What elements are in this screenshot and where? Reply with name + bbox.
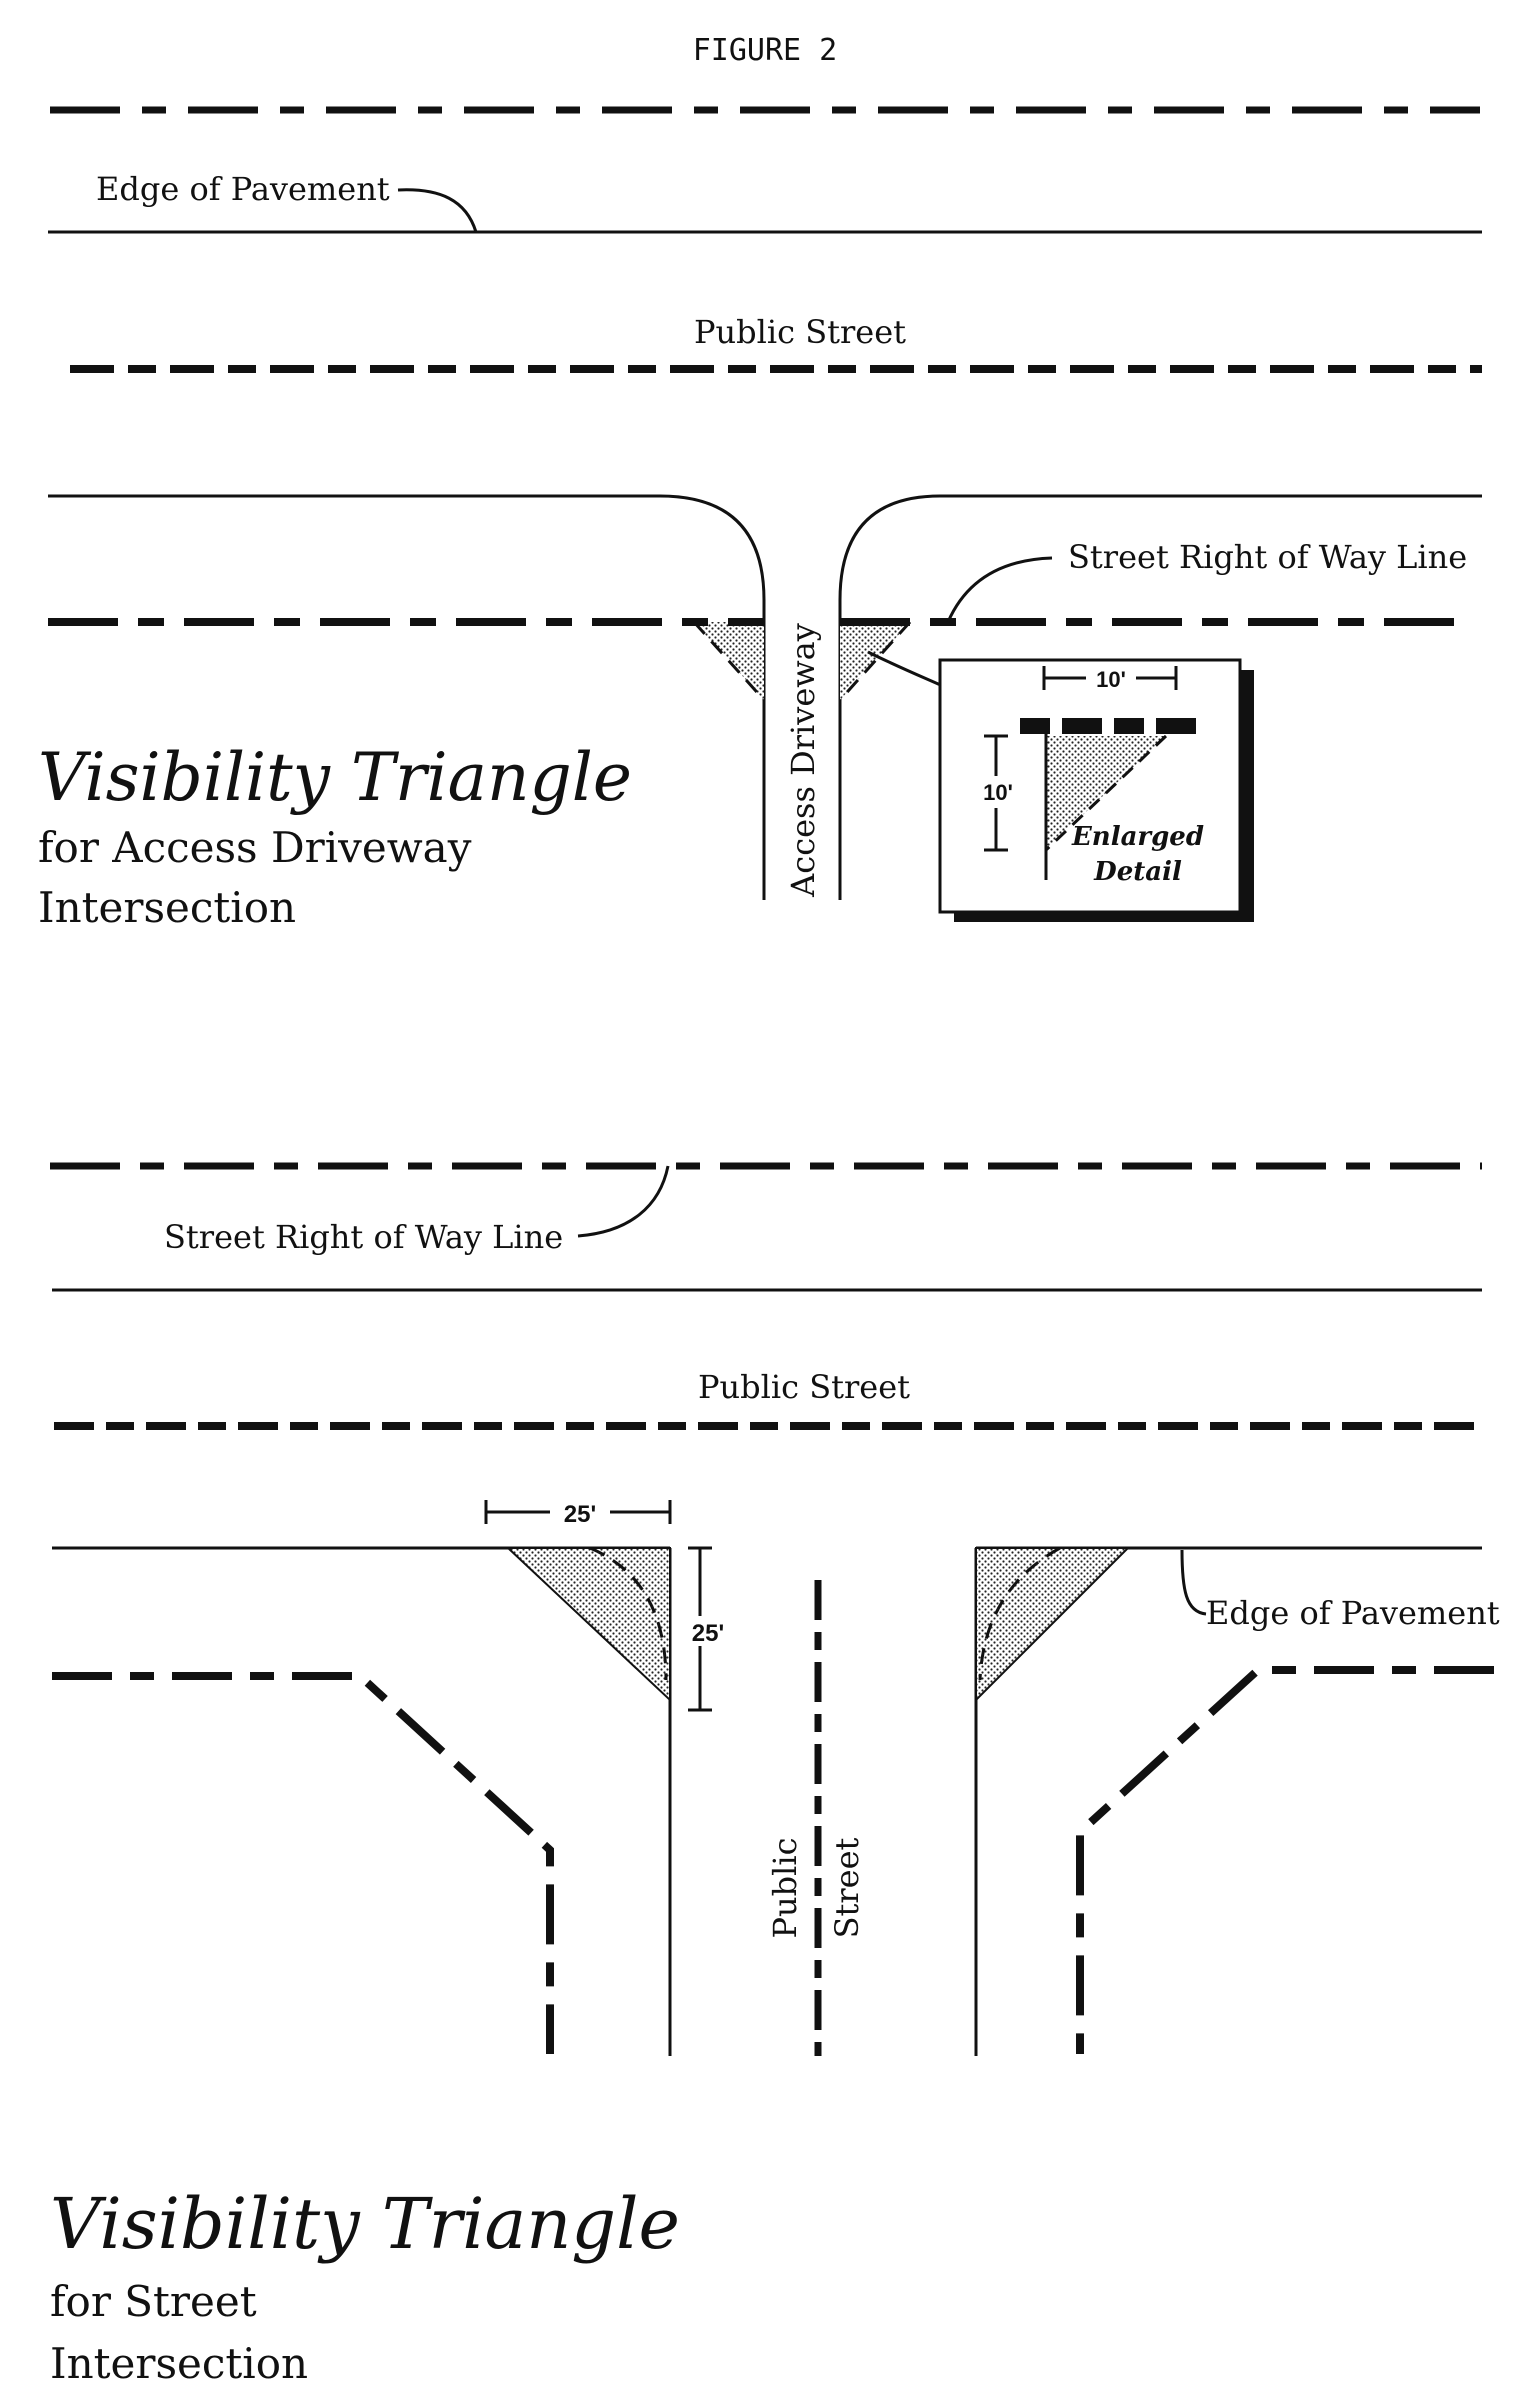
bottom-diagram: Street Right of Way Line Public Street 2… <box>50 1162 1500 2388</box>
top-edge-of-pavement-label: Edge of Pavement <box>96 170 390 208</box>
bottom-title-main: Visibility Triangle <box>50 2183 680 2265</box>
detail-label-line-1: Enlarged <box>1071 822 1204 852</box>
bottom-title-sub-2: Intersection <box>50 2339 308 2388</box>
top-title-sub-1: for Access Driveway <box>38 823 472 872</box>
detail-dim-v-label: 10' <box>983 780 1013 805</box>
top-title-sub-2: Intersection <box>38 883 296 932</box>
bottom-dim-h-gap <box>550 1496 610 1526</box>
top-enlarged-detail: 10' 10' Enlarged Detail <box>938 658 1254 922</box>
bottom-cross-street-label-2: Street <box>828 1837 866 1938</box>
top-edge-of-pavement-leader <box>397 188 478 233</box>
top-near-edge-left <box>48 494 766 900</box>
top-diagram: Edge of Pavement Public Street Street Ri… <box>38 106 1482 932</box>
bottom-cross-street-label-1: Public <box>766 1837 804 1938</box>
top-visibility-triangle-right-hyp <box>838 620 912 702</box>
bottom-dim-v-gap <box>686 1616 734 1646</box>
bottom-curb-return-left <box>589 1546 668 1681</box>
top-row-line-leader <box>946 556 1053 623</box>
bottom-row-line-label: Street Right of Way Line <box>164 1218 563 1256</box>
detail-dim-h-label: 10' <box>1096 667 1126 692</box>
detail-dim-h-gap <box>1086 664 1136 692</box>
bottom-edge-of-pavement-leader <box>1180 1549 1207 1616</box>
bottom-dim-h-label: 25' <box>564 1501 596 1528</box>
bottom-near-row-line-right <box>1076 1666 1494 2054</box>
detail-triangle-hyp <box>1044 734 1168 852</box>
bottom-visibility-triangle-right <box>975 1547 1131 1703</box>
top-title-main: Visibility Triangle <box>38 739 632 816</box>
top-row-line-label: Street Right of Way Line <box>1068 538 1467 576</box>
bottom-visibility-triangle-left <box>505 1547 671 1703</box>
bottom-curb-return-right <box>978 1546 1061 1681</box>
bottom-public-street-label: Public Street <box>698 1368 910 1406</box>
top-public-street-label: Public Street <box>694 313 906 351</box>
figure-title: FIGURE 2 <box>693 33 838 68</box>
bottom-title-sub-1: for Street <box>50 2277 257 2326</box>
top-near-edge-right <box>838 494 1482 900</box>
top-visibility-triangle-left-hyp <box>692 620 766 702</box>
detail-dim-v-gap <box>978 776 1018 808</box>
bottom-near-row-line-left <box>52 1672 554 2054</box>
detail-label-line-2: Detail <box>1093 857 1182 887</box>
bottom-row-line-leader <box>577 1165 670 1238</box>
bottom-dim-v-label: 25' <box>692 1620 724 1647</box>
top-access-driveway-label: Access Driveway <box>784 623 822 898</box>
bottom-edge-of-pavement-label: Edge of Pavement <box>1206 1594 1500 1632</box>
